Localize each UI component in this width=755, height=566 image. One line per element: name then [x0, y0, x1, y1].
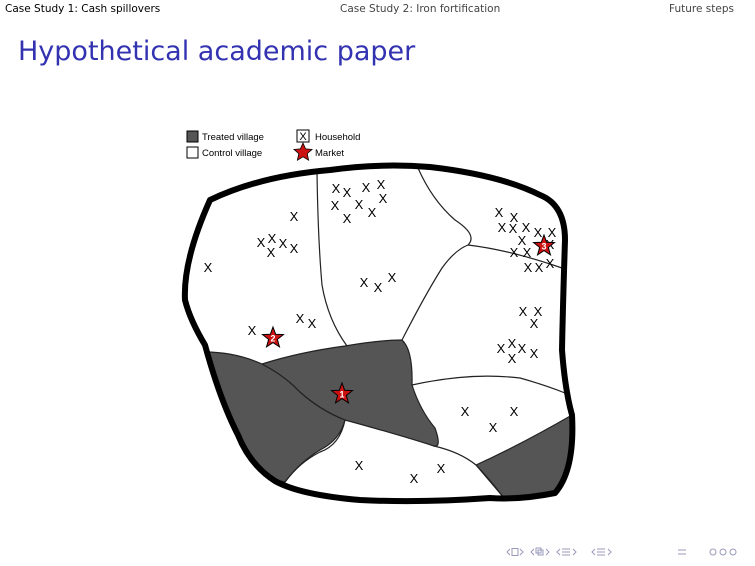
slide-title: Hypothetical academic paper [18, 36, 416, 67]
legend-household-swatch [296, 129, 310, 143]
household-marker: X [362, 180, 371, 195]
legend-treated-swatch [186, 130, 199, 143]
nav-frame-icon [511, 548, 519, 556]
markets: 1 2 3 [261, 233, 556, 405]
household-marker: X [331, 198, 340, 213]
legend-control-label: Control village [202, 148, 262, 159]
household-marker: X [522, 220, 531, 235]
household-marker: X [437, 461, 446, 476]
top-navigation: Case Study 1: Cash spillovers Case Study… [0, 0, 755, 18]
household-marker: X [257, 235, 266, 250]
household-marker: X [534, 225, 543, 240]
household-marker: X [530, 346, 539, 361]
household-marker: X [461, 404, 470, 419]
household-marker: X [360, 275, 369, 290]
nav-prev-page-icon [591, 548, 596, 556]
legend-treated-label: Treated village [202, 132, 264, 143]
village-borders [284, 167, 566, 501]
household-marker: X [377, 177, 386, 192]
household-marker: X [374, 280, 383, 295]
household-marker: X [518, 341, 527, 356]
nav-search-icon [709, 548, 737, 556]
household-marker: X [379, 191, 388, 206]
market-3: 3 [532, 233, 556, 257]
household-marker: X [498, 220, 507, 235]
household-marker: X [510, 245, 519, 260]
household-marker: X [510, 404, 519, 419]
treated-village-southeast [475, 414, 573, 502]
household-marker: X [332, 181, 341, 196]
household-marker: X [204, 260, 213, 275]
household-marker: X [546, 256, 555, 271]
legend: Treated village Control village X Househ… [186, 129, 360, 162]
legend-market-star-icon [293, 142, 313, 162]
household-marker: X [534, 304, 543, 319]
nav-prev-frame-icon [506, 548, 511, 556]
household-marker: X [524, 260, 533, 275]
household-marker: X [355, 458, 364, 473]
household-marker: X [410, 471, 419, 486]
household-marker: X [509, 221, 518, 236]
household-marker: X [343, 185, 352, 200]
legend-control-swatch [186, 146, 199, 159]
market-star-icon [532, 233, 556, 257]
household-marker: X [508, 336, 517, 351]
household-marker: X [308, 316, 317, 331]
market-star-icon [261, 325, 285, 349]
household-marker: X [535, 260, 544, 275]
household-marker: X [489, 420, 498, 435]
map-outline [181, 162, 576, 505]
household-marker: X [279, 236, 288, 251]
household-marker: X [497, 341, 506, 356]
household-marker: X [510, 210, 519, 225]
nav-next-section-icon [572, 548, 577, 556]
market-2: 2 [261, 325, 285, 349]
nav-item-case-study-2[interactable]: Case Study 2: Iron fortification [340, 3, 501, 15]
legend-household-symbol: X [299, 131, 307, 143]
household-marker: X [388, 270, 397, 285]
household-marker: X [495, 205, 504, 220]
nav-next-frame-icon [519, 548, 524, 556]
household-marker: X [267, 245, 276, 260]
nav-prev-subsection-icon [530, 548, 535, 556]
market-number: 1 [339, 390, 344, 400]
beamer-navigation-controls[interactable] [500, 545, 750, 559]
market-1: 1 [330, 381, 354, 405]
nav-appendix-icon [678, 549, 686, 555]
nav-item-case-study-1[interactable]: Case Study 1: Cash spillovers [5, 3, 161, 15]
household-marker: X [268, 231, 277, 246]
nav-next-page-icon [607, 548, 612, 556]
household-marker: X [530, 316, 539, 331]
legend-market-label: Market [315, 148, 344, 159]
household-marker: X [355, 197, 364, 212]
household-marker: X [548, 225, 557, 240]
household-marker: X [523, 245, 532, 260]
household-marker: X [518, 233, 527, 248]
nav-item-future-steps[interactable]: Future steps [669, 3, 734, 15]
household-marker: X [368, 205, 377, 220]
household-marker: X [508, 351, 517, 366]
household-marker: X [248, 323, 257, 338]
household-marker: X [290, 241, 299, 256]
legend-household-label: Household [315, 132, 360, 143]
market-star-icon [330, 381, 354, 405]
market-number: 2 [270, 334, 275, 344]
household-marker: X [519, 304, 528, 319]
nav-prev-section-icon [556, 548, 561, 556]
market-number: 3 [541, 242, 546, 252]
household-marker: X [290, 209, 299, 224]
nav-next-subsection-icon [545, 548, 550, 556]
household-marker: X [343, 211, 352, 226]
household-marker: X [296, 311, 305, 326]
